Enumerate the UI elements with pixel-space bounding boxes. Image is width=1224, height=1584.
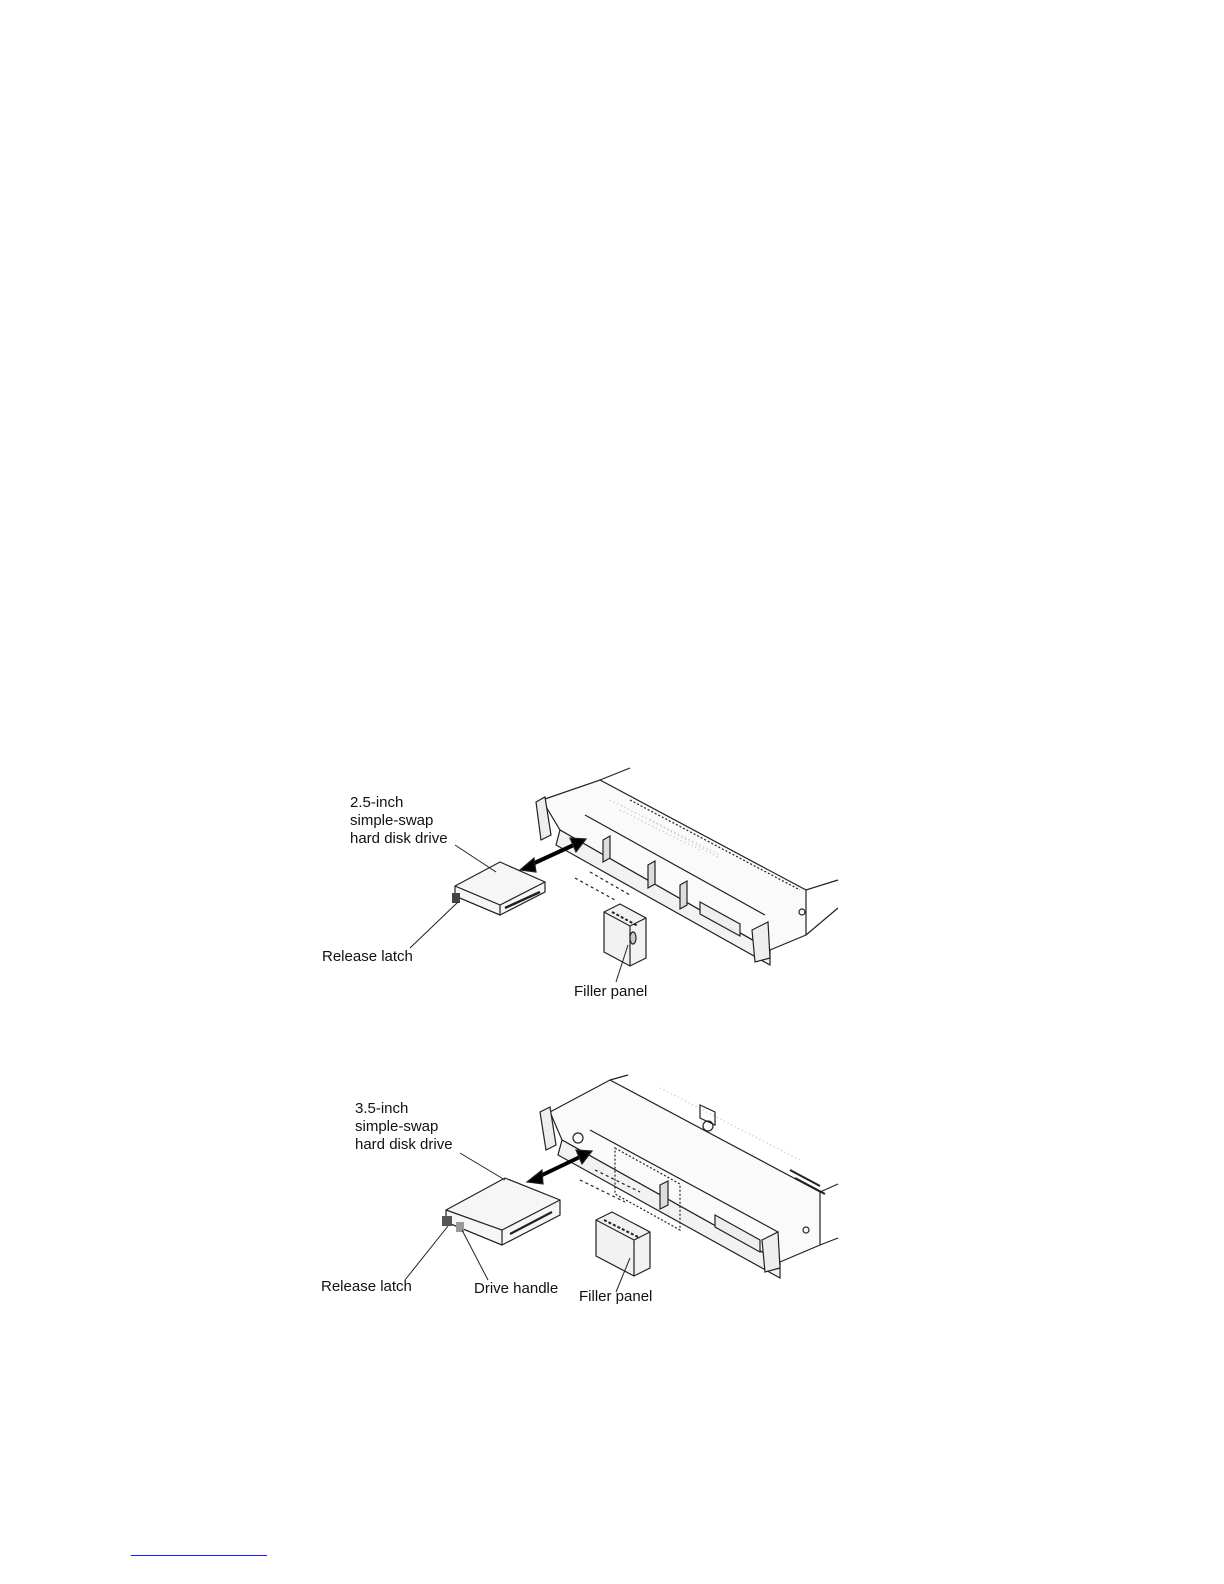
figure2-drive-label: 3.5-inch simple-swap hard disk drive [355,1100,453,1154]
figure2-drive-label-line1: 3.5-inch [355,1100,453,1118]
figure2-drive-label-line2: simple-swap [355,1118,453,1136]
figure2-drive-label-line3: hard disk drive [355,1136,453,1154]
figure2-filler-panel-label: Filler panel [579,1288,652,1306]
footer-link-underline[interactable] [131,1555,267,1556]
figure2-release-latch-label: Release latch [321,1278,412,1296]
figure2-drive-handle-label: Drive handle [474,1280,558,1298]
